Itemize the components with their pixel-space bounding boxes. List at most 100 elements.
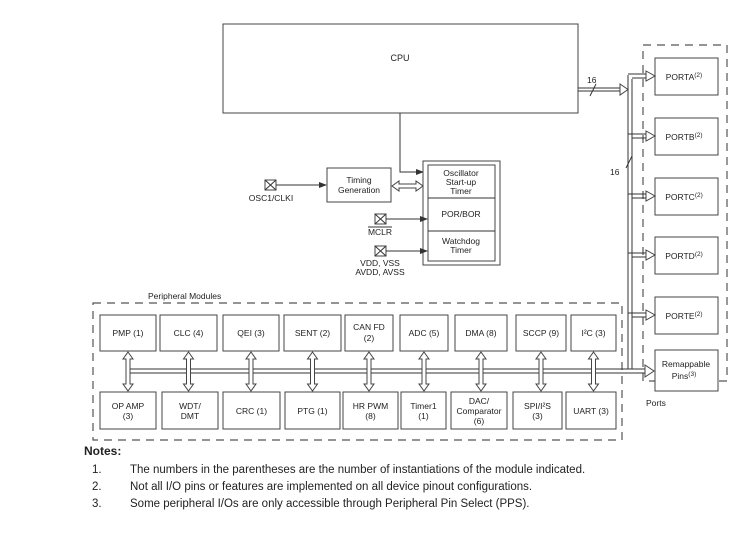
peripheral-module: Timer1(1) xyxy=(400,391,447,430)
module-label: SCCP (9) xyxy=(523,328,559,338)
cpu-osc-wire xyxy=(399,113,424,175)
notes-title: Notes: xyxy=(84,444,122,458)
port-arrow xyxy=(645,130,657,142)
bidir-bus-arrow xyxy=(182,351,195,392)
cpu-block: CPU xyxy=(222,23,579,114)
note-item: 1. The numbers in the parentheses are th… xyxy=(84,461,585,478)
power-label-2: AVDD, AVSS xyxy=(355,267,405,277)
timing-label-2: Generation xyxy=(338,185,380,195)
cpu-label: CPU xyxy=(390,53,409,63)
note-item: 3. Some peripheral I/Os are only accessi… xyxy=(84,495,585,512)
module-sublabel: DMT xyxy=(181,411,199,421)
peripheral-module: OP AMP(3) xyxy=(99,391,157,430)
ost-label-2: Start-up xyxy=(446,177,477,187)
peripheral-module: UART (3) xyxy=(565,391,617,430)
peripheral-module: HR PWM(8) xyxy=(342,391,399,430)
cpu-ports-bus: 16 xyxy=(578,75,629,97)
notes-section: Notes: 1. The numbers in the parentheses… xyxy=(84,444,585,512)
note-item: 2. Not all I/O pins or features are impl… xyxy=(84,478,585,495)
peripheral-bus xyxy=(128,368,645,374)
peripheral-module: DMA (8) xyxy=(454,314,508,352)
port-bus-branch xyxy=(628,133,646,139)
bidir-bus-arrow xyxy=(418,351,430,392)
port-bus-branch xyxy=(628,73,646,79)
mclr-label: MCLR xyxy=(368,227,392,237)
ports-vertical-bus: 16 xyxy=(610,75,633,369)
module-label: CAN FD xyxy=(353,322,385,332)
timing-osc-bidir-arrow xyxy=(391,180,424,192)
port-label: PORTC(2) xyxy=(665,192,703,202)
module-label: HR PWM xyxy=(353,401,388,411)
mclr-pin: MCLR xyxy=(368,213,392,237)
bidir-bus-arrow xyxy=(306,351,319,392)
module-sublabel: Comparator xyxy=(457,406,502,416)
bidir-bus-arrow xyxy=(475,351,487,392)
module-label: CRC (1) xyxy=(236,406,267,416)
module-label: CLC (4) xyxy=(174,328,204,338)
module-label: DMA (8) xyxy=(465,328,496,338)
osc-pin: OSC1/CLKI xyxy=(249,179,293,203)
osc-pin-label: OSC1/CLKI xyxy=(249,193,293,203)
module-label: WDT/ xyxy=(179,401,201,411)
wdt-label-1: Watchdog xyxy=(442,236,480,246)
reset-timer-group: Oscillator Start-up Timer POR/BOR Watchd… xyxy=(422,160,501,266)
bidir-bus-arrow xyxy=(245,351,257,392)
wdt-label-2: Timer xyxy=(450,245,472,255)
port-porte: PORTE(2) xyxy=(628,296,719,335)
module-sublabel: (6) xyxy=(474,416,485,426)
timing-generation-block: Timing Generation xyxy=(326,167,392,203)
ports-group-label: Ports xyxy=(646,398,666,408)
module-label: DAC/ xyxy=(469,396,490,406)
remappable-label-1: Remappable xyxy=(662,359,710,369)
module-label: Timer1 xyxy=(410,401,436,411)
module-label: I²C (3) xyxy=(581,328,605,338)
module-label: SPI/I²S xyxy=(524,401,551,411)
bidir-bus-arrow xyxy=(587,351,600,392)
port-portd: PORTD(2) xyxy=(628,236,719,275)
peripheral-module: PTG (1) xyxy=(284,391,341,430)
peripheral-module: CAN FD(2) xyxy=(344,314,394,352)
peripheral-module: QEI (3) xyxy=(222,314,280,352)
por-bor-label: POR/BOR xyxy=(441,209,480,219)
bidir-bus-arrow xyxy=(122,351,134,392)
module-sublabel: (1) xyxy=(418,411,429,421)
peripheral-module: CRC (1) xyxy=(222,391,281,430)
power-label-1: VDD, VSS xyxy=(360,258,400,268)
module-label: UART (3) xyxy=(573,406,609,416)
peripheral-module: PMP (1) xyxy=(99,314,157,352)
port-portb: PORTB(2) xyxy=(628,117,719,156)
port-arrow xyxy=(645,249,657,261)
peripheral-module: DAC/Comparator(6) xyxy=(450,391,508,430)
module-sublabel: (3) xyxy=(123,411,134,421)
peripheral-modules-group xyxy=(92,302,623,441)
peripheral-module: ADC (5) xyxy=(399,314,449,352)
note-number: 2. xyxy=(92,480,102,493)
module-sublabel: (3) xyxy=(532,411,543,421)
port-porta: PORTA(2) xyxy=(628,57,719,96)
remappable-arrow xyxy=(644,364,655,378)
module-count: (2) xyxy=(364,333,375,343)
peripheral-modules-label: Peripheral Modules xyxy=(148,291,221,301)
module-label: SENT (2) xyxy=(295,328,330,338)
power-pin: VDD, VSS AVDD, AVSS xyxy=(355,245,405,277)
bidir-bus-arrow xyxy=(363,351,375,392)
port-arrow xyxy=(645,309,657,321)
note-text: Some peripheral I/Os are only accessible… xyxy=(130,497,530,510)
bus-slash xyxy=(589,83,597,97)
bidir-bus-arrow xyxy=(535,351,547,392)
note-number: 1. xyxy=(92,463,102,476)
port-arrow xyxy=(645,70,657,82)
timing-label-1: Timing xyxy=(346,175,371,185)
peripheral-module: SPI/I²S(3) xyxy=(512,391,563,430)
note-number: 3. xyxy=(92,497,102,510)
port-label: PORTD(2) xyxy=(665,251,703,261)
port-label: PORTE(2) xyxy=(665,311,702,321)
module-sublabel: (8) xyxy=(365,411,376,421)
module-label: OP AMP xyxy=(112,401,145,411)
port-label: PORTB(2) xyxy=(665,132,702,142)
port-bus-branch xyxy=(628,312,646,318)
ports-bus-width: 16 xyxy=(610,167,620,177)
cpu-bus-width: 16 xyxy=(587,75,597,85)
